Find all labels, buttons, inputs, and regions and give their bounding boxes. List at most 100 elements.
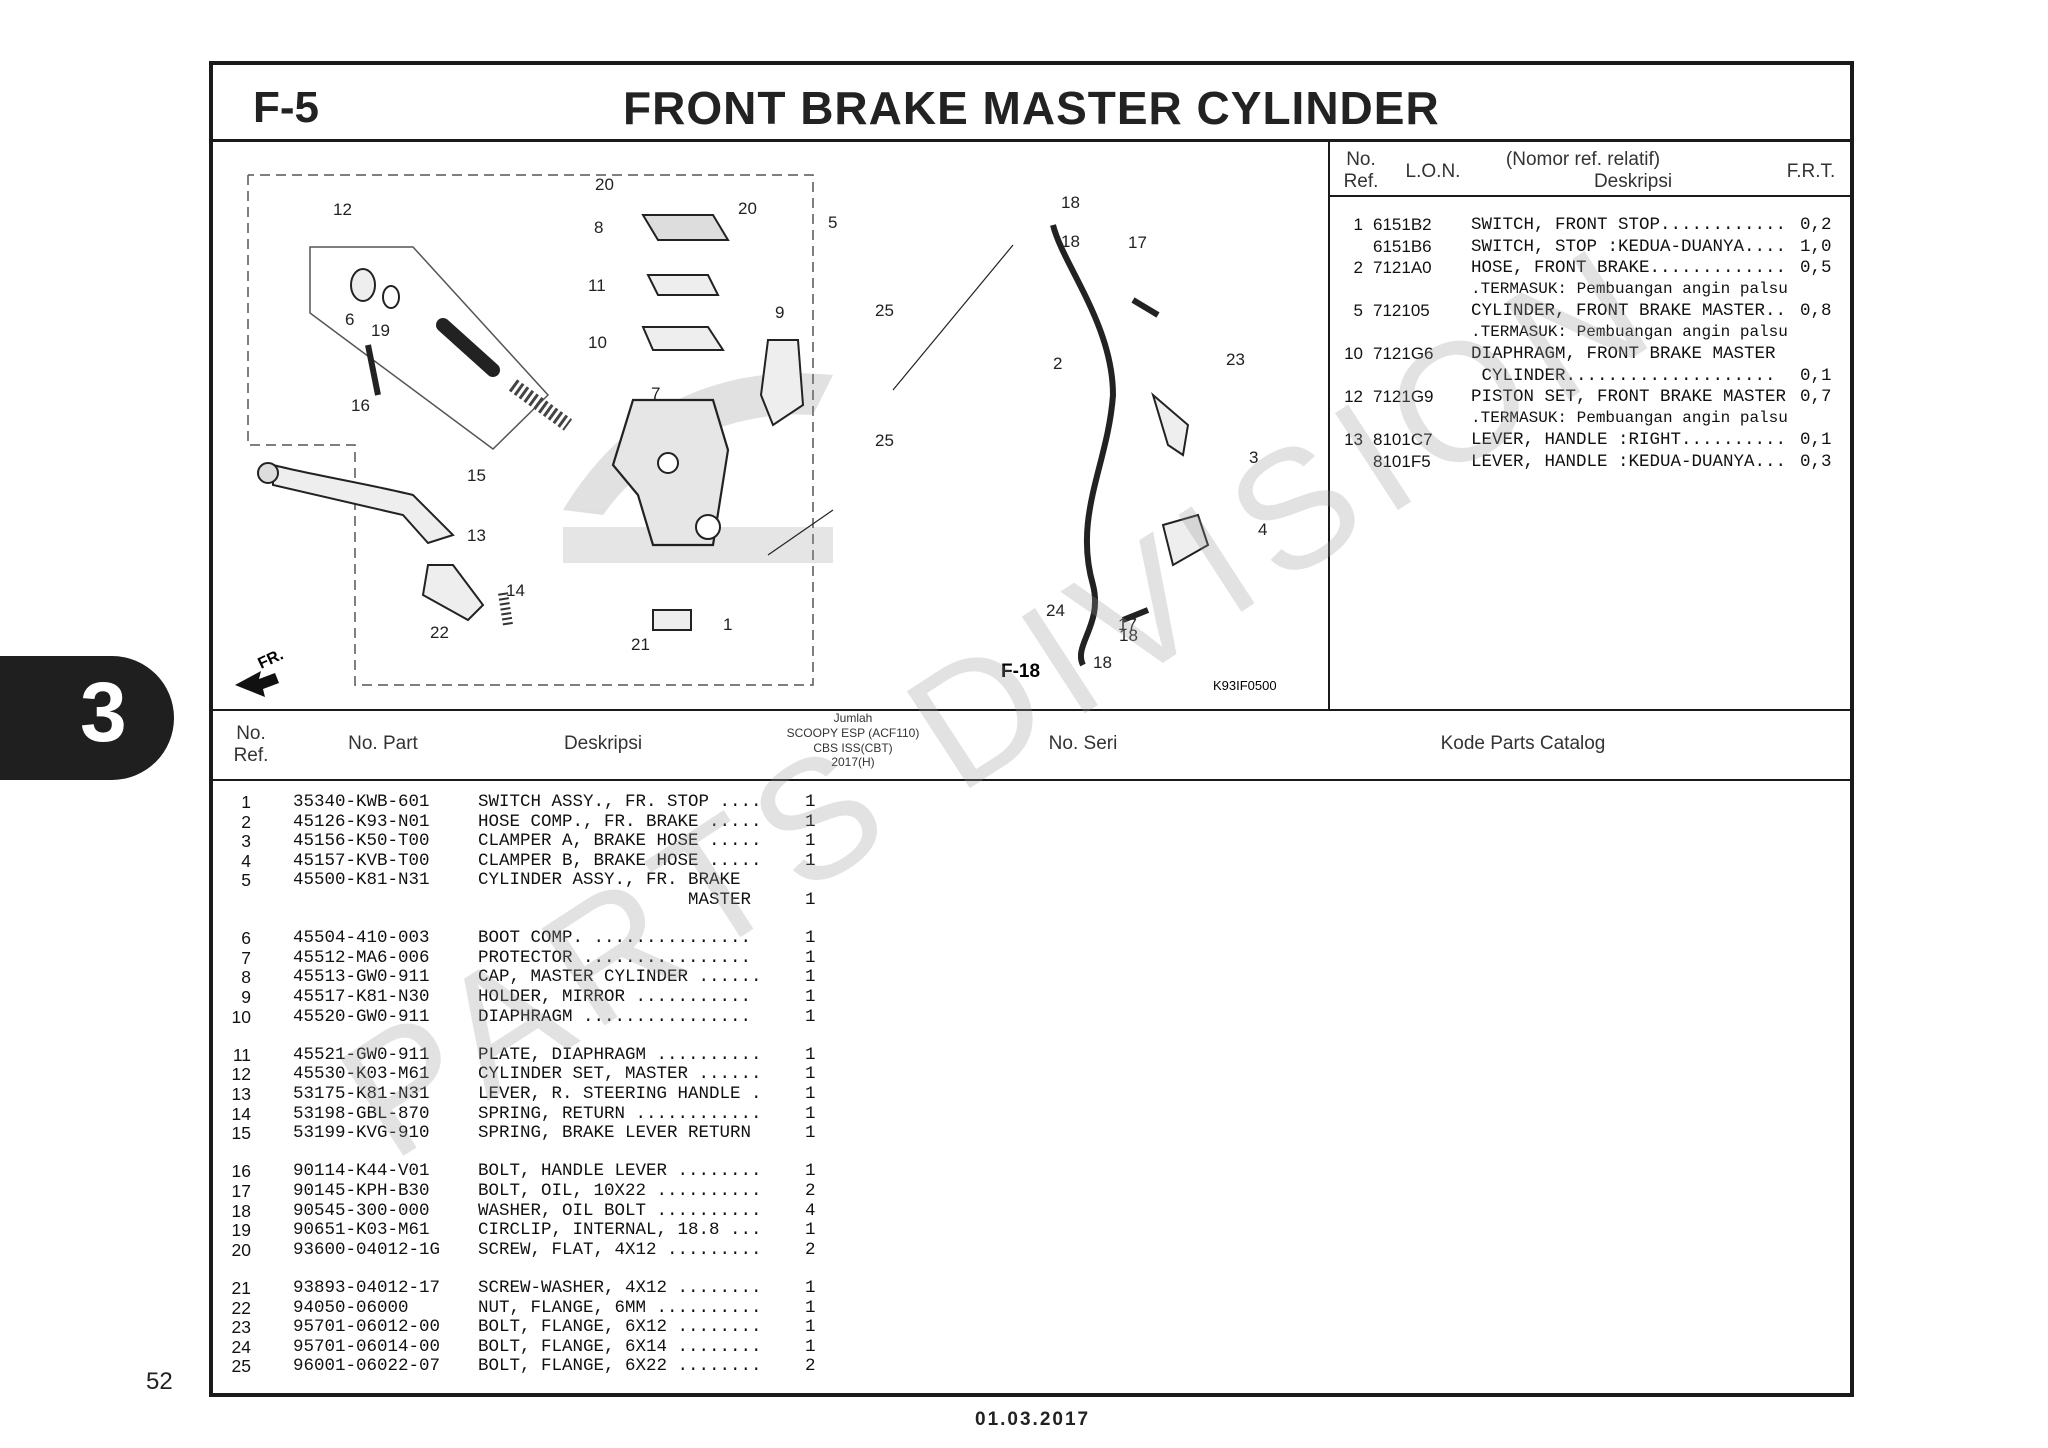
rt-lon: 7121G9: [1373, 387, 1434, 406]
pt-desc: BOLT, FLANGE, 6X22 ........: [478, 1356, 762, 1377]
piston-spring-part: [508, 379, 573, 431]
pt-desc: PLATE, DIAPHRAGM ..........: [478, 1044, 762, 1065]
callout-number: 11: [588, 276, 606, 295]
pt-header-jumlah: Jumlah: [833, 711, 873, 725]
rt-frt: 1,0: [1800, 236, 1832, 257]
pt-qty: 1: [805, 1161, 816, 1182]
right-table-header-line: [1328, 195, 1850, 197]
callout-number: 19: [371, 321, 390, 340]
pt-qty: 1: [805, 1123, 816, 1144]
brake-hose-part: [1050, 224, 1117, 667]
rt-lon: 7121G6: [1373, 344, 1434, 363]
pt-qty: 1: [805, 890, 816, 910]
pt-part: 45512-MA6-006: [293, 947, 430, 968]
pt-qty: 1: [805, 1317, 816, 1338]
pt-part: 90651-K03-M61: [293, 1220, 430, 1241]
callout-number: 15: [467, 466, 486, 485]
pt-ref: 19: [231, 1220, 251, 1241]
rt-ref: 2: [1353, 258, 1363, 277]
callout-number: 14: [506, 581, 525, 600]
print-date: 01.03.2017: [975, 1409, 1091, 1430]
pt-part: 93600-04012-1G: [293, 1239, 441, 1260]
pt-part: 45157-KVB-T00: [293, 850, 430, 871]
pt-qty: 2: [805, 1356, 816, 1377]
pt-qty: 1: [805, 1103, 816, 1124]
pt-part: 45126-K93-N01: [293, 811, 430, 832]
rt-desc: .TERMASUK: Pembuangan angin palsu: [1471, 279, 1788, 298]
pt-part: 93893-04012-17: [293, 1278, 441, 1299]
pt-qty: 1: [805, 928, 816, 949]
pt-qty: 1: [805, 1278, 816, 1299]
pt-part: 45513-GW0-911: [293, 967, 430, 988]
pt-desc: DIAPHRAGM ................: [478, 1006, 752, 1027]
pt-part: 35340-KWB-601: [293, 792, 430, 812]
rt-lon: 8101C7: [1373, 430, 1433, 449]
pt-desc: CYLINDER SET, MASTER ......: [478, 1064, 762, 1085]
pt-desc: SPRING, RETURN ............: [478, 1103, 762, 1124]
rt-desc: .TERMASUK: Pembuangan angin palsu: [1471, 408, 1788, 427]
parts-table-header-line: [213, 779, 1850, 781]
pt-desc: PROTECTOR ................: [478, 947, 752, 968]
pt-ref: 6: [241, 928, 251, 949]
pt-desc: WASHER, OIL BOLT ..........: [478, 1200, 762, 1221]
callout-number: 25: [875, 301, 894, 320]
pt-qty: 1: [805, 850, 816, 871]
pt-header-no-part: No. Part: [348, 733, 418, 754]
pt-qty: 1: [805, 1220, 816, 1241]
rt-frt: 0,8: [1800, 301, 1832, 321]
pt-ref: 18: [231, 1200, 251, 1221]
pt-qty: 1: [805, 1006, 816, 1027]
pt-part: 45517-K81-N30: [293, 987, 430, 1008]
pt-qty: 2: [805, 1239, 816, 1260]
pt-ref: 10: [231, 1006, 251, 1027]
section-tab: 3: [0, 656, 174, 780]
front-direction-arrow-icon: [235, 671, 279, 697]
pt-part: 90545-300-000: [293, 1200, 430, 1221]
rt-lon: 8101F5: [1373, 451, 1431, 471]
callout-number: 2: [1053, 354, 1062, 373]
callout-number: 20: [738, 199, 757, 218]
callout-number: 18: [1093, 653, 1112, 672]
rt-header-no-ref: No. Ref.: [1343, 149, 1379, 192]
rt-ref: 10: [1344, 344, 1363, 363]
rt-frt: 0,1: [1800, 430, 1832, 450]
pt-part: 45504-410-003: [293, 928, 430, 949]
rt-header-deskripsi-top: (Nomor ref. relatif): [1505, 149, 1661, 170]
pt-ref: 4: [241, 850, 251, 871]
pt-header-year: 2017(H): [831, 755, 875, 769]
pt-desc: BOLT, FLANGE, 6X14 ........: [478, 1336, 762, 1357]
rt-lon: 6151B6: [1373, 236, 1432, 256]
callout-number: 18: [1119, 626, 1138, 645]
rt-lon: 712105: [1373, 301, 1430, 320]
pt-qty: 1: [805, 811, 816, 832]
callout-number: 13: [467, 526, 486, 545]
callout-number: 22: [430, 623, 449, 642]
pt-ref: 7: [241, 947, 251, 968]
rt-desc: SWITCH, STOP :KEDUA-DUANYA....: [1471, 236, 1787, 257]
pt-desc: HOSE COMP., FR. BRAKE .....: [478, 811, 762, 832]
pt-qty: 2: [805, 1181, 816, 1202]
clamper-a-part: [1151, 392, 1190, 457]
pt-desc: SCREW, FLAT, 4X12 .........: [478, 1239, 762, 1260]
pt-qty: 1: [805, 1064, 816, 1085]
pt-ref: 8: [241, 967, 251, 988]
lever-bracket-part: [421, 564, 485, 622]
diaphragm-plate-part: [646, 274, 720, 296]
piston-set-box: [309, 246, 550, 450]
pt-desc: CLAMPER A, BRAKE HOSE .....: [478, 831, 762, 852]
pt-desc: BOLT, HANDLE LEVER ........: [478, 1161, 762, 1182]
pt-ref: 14: [231, 1103, 251, 1124]
pt-ref: 15: [231, 1123, 251, 1144]
callout-number: 12: [333, 200, 352, 219]
pt-header-no-seri: No. Seri: [1048, 733, 1118, 754]
callout-number: 10: [588, 333, 607, 352]
stop-switch-part: [652, 609, 692, 631]
parts-table-top-line: [213, 709, 1850, 711]
pt-ref: 3: [241, 831, 251, 852]
diaphragm-part: [641, 326, 725, 351]
page-number: 52: [146, 1368, 173, 1395]
pt-desc: CYLINDER ASSY., FR. BRAKE: [478, 870, 741, 891]
pt-qty: 1: [805, 831, 816, 852]
mirror-holder-part: [759, 339, 805, 427]
